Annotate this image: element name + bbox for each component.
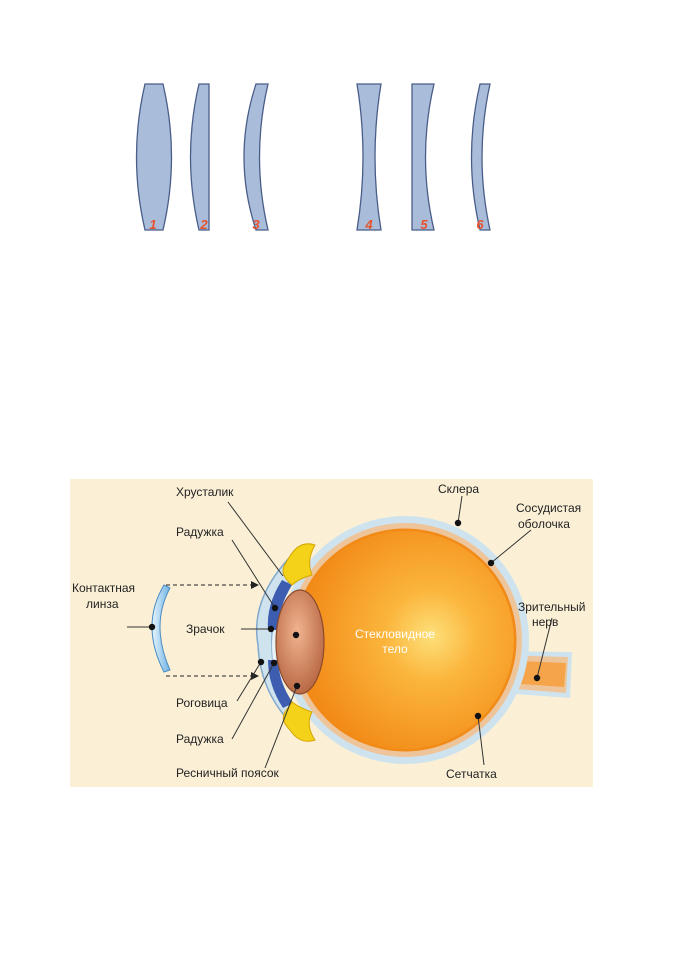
label-choroid-1: Сосудистая: [516, 501, 581, 515]
pointer-dot: [267, 625, 275, 633]
label-optic-nerve-2: нерв: [532, 615, 558, 629]
lens-number: 1: [149, 217, 156, 232]
lens-types-figure: 1 2 3 4 5 6: [135, 83, 491, 232]
label-optic-nerve-1: Зрительный: [518, 600, 585, 614]
label-ciliary-zonule: Ресничный поясок: [176, 766, 280, 780]
pointer-dot: [148, 623, 156, 631]
lens-number: 4: [364, 217, 373, 232]
pointer-dot: [474, 712, 482, 720]
ciliary-body-top: [282, 543, 316, 586]
crystalline-lens: [275, 589, 325, 695]
lens-positive-meniscus: [243, 83, 269, 231]
lens-number: 5: [420, 217, 428, 232]
pointer-dot: [533, 674, 541, 682]
label-choroid-2: оболочка: [518, 517, 570, 531]
pointer-dot: [270, 659, 278, 667]
pointer-dot: [487, 559, 495, 567]
lens-number: 6: [476, 217, 484, 232]
lens-number: 3: [252, 217, 260, 232]
contact-lens-shape: [151, 584, 171, 673]
ciliary-body-bottom: [282, 701, 316, 742]
lens-biconcave: [356, 83, 382, 231]
label-contact-lens-1: Контактная: [72, 581, 135, 595]
label-vitreous-1: Стекловидное: [355, 627, 435, 641]
label-vitreous-2: тело: [382, 642, 408, 656]
label-pupil: Зрачок: [186, 622, 225, 636]
lens-number: 2: [199, 217, 208, 232]
label-iris-bottom: Радужка: [176, 732, 224, 746]
pointer-dot: [292, 631, 300, 639]
label-cornea: Роговица: [176, 696, 228, 710]
label-sclera: Склера: [438, 482, 479, 496]
pointer-dot: [454, 519, 462, 527]
iris-bottom-shape: [268, 660, 293, 708]
label-retina: Сетчатка: [446, 767, 497, 781]
vitreous-body: [296, 531, 514, 749]
pointer-dot: [293, 682, 301, 690]
pointer-dot: [271, 604, 279, 612]
label-contact-lens-2: линза: [86, 597, 119, 611]
iris-top-shape: [267, 580, 292, 630]
lens-plano-concave: [411, 83, 435, 231]
label-iris-top: Радужка: [176, 525, 224, 539]
lens-plano-convex: [189, 83, 210, 231]
label-lens: Хрусталик: [176, 485, 234, 499]
pointer-dot: [257, 658, 265, 666]
lens-biconvex: [135, 83, 173, 231]
lens-negative-meniscus: [470, 83, 491, 231]
